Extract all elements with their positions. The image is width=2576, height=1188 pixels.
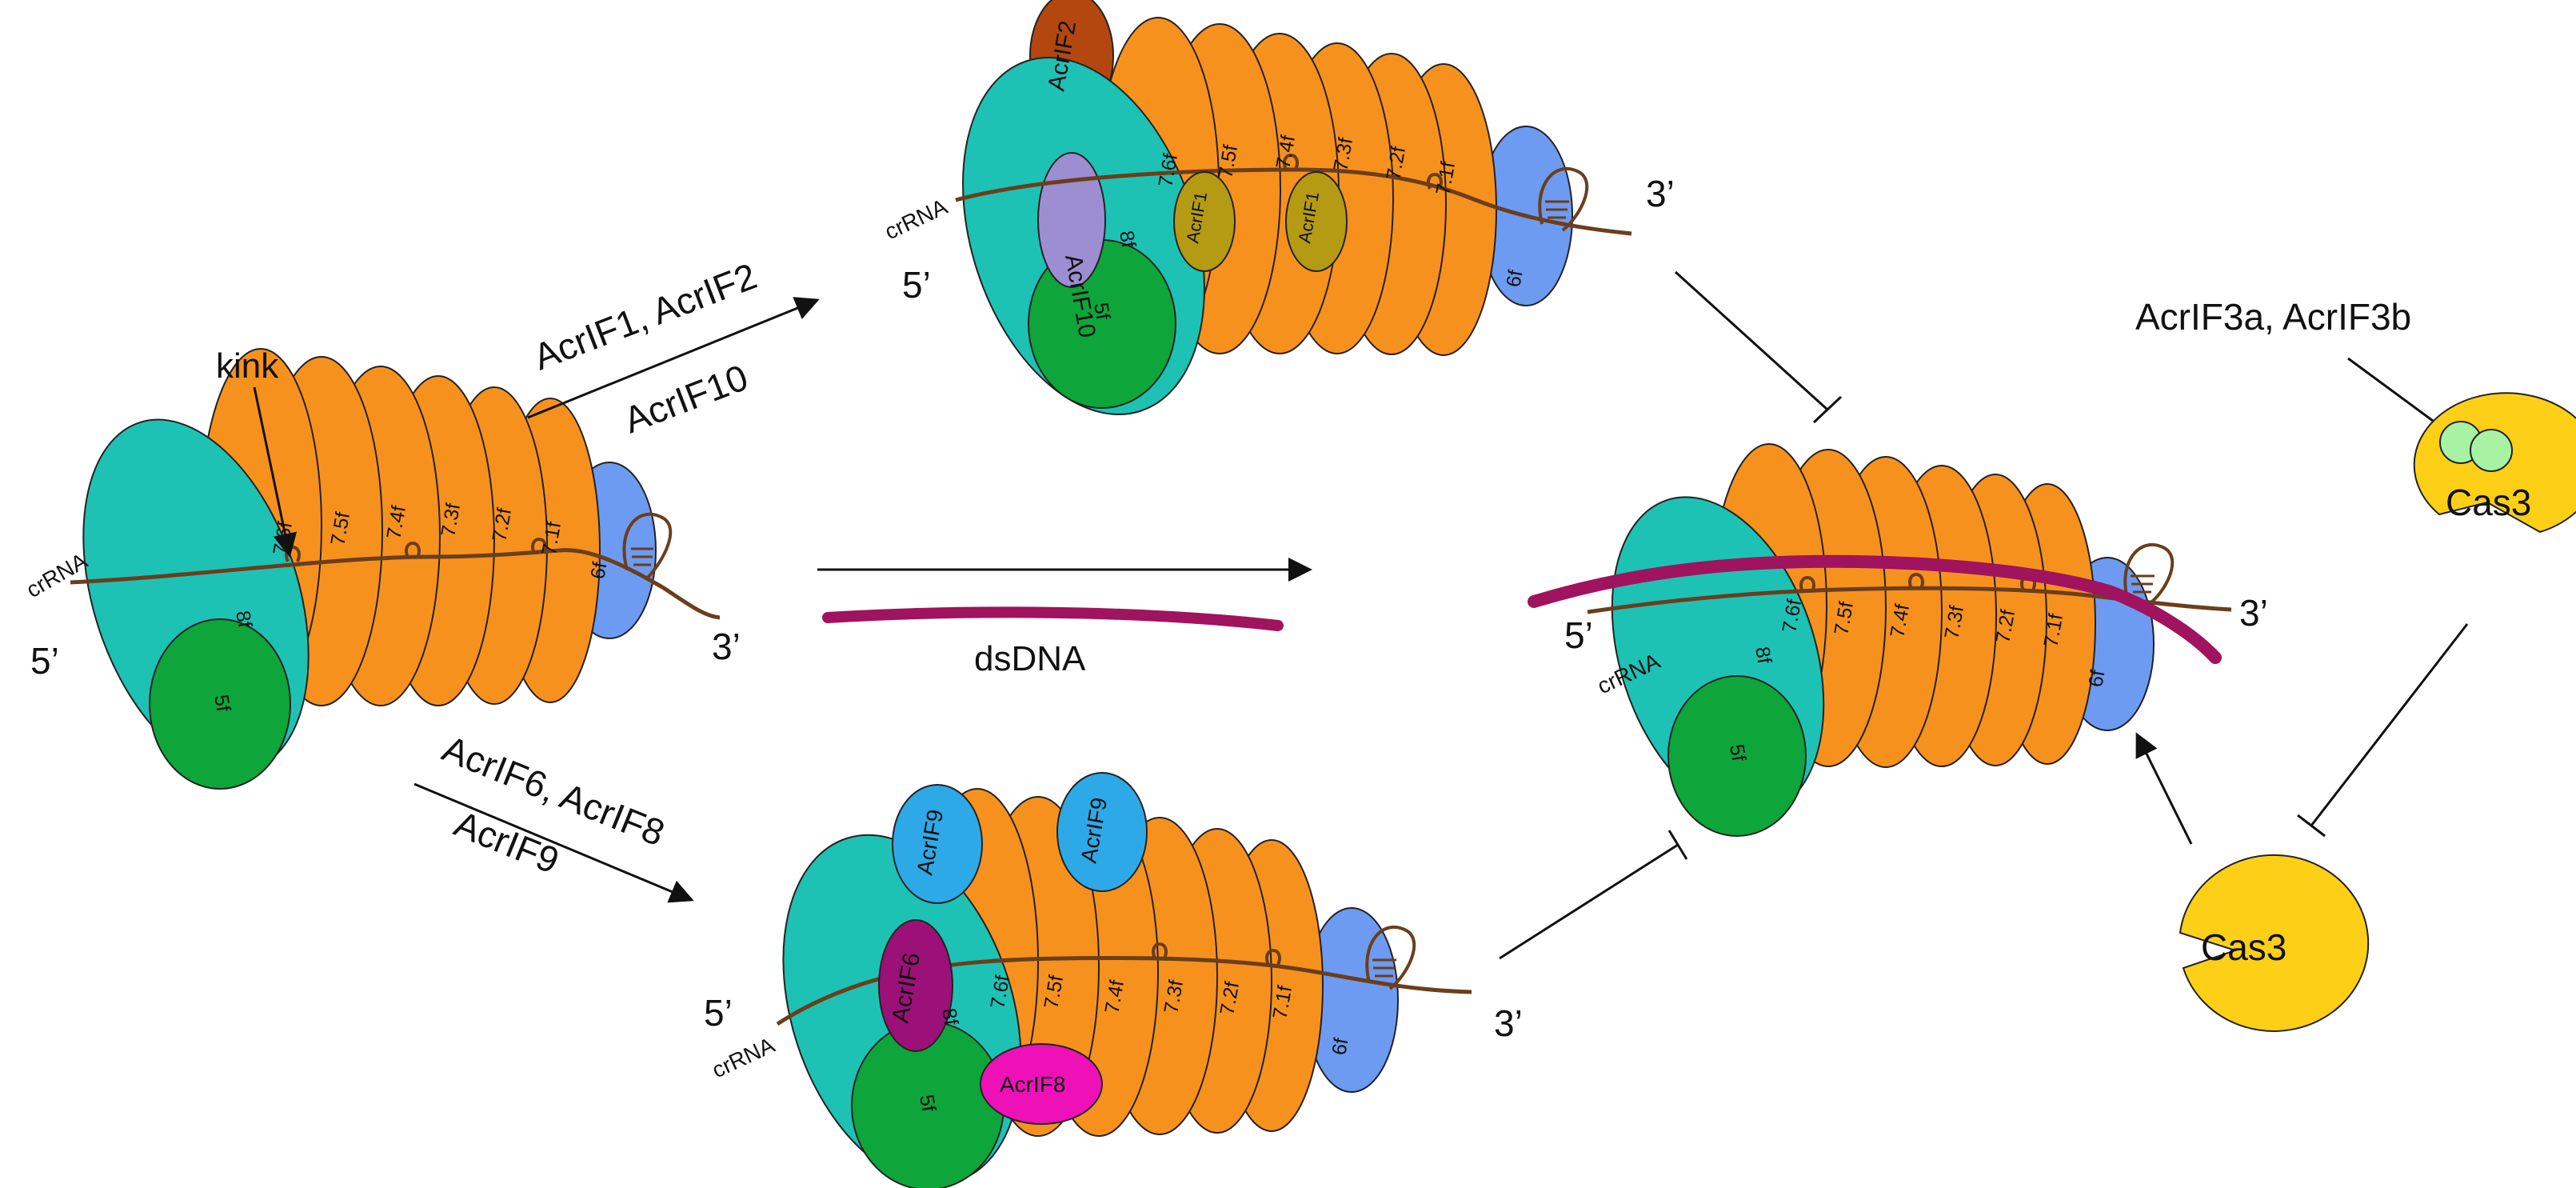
dsdna-target-strand <box>1528 554 2222 664</box>
crrna-loop <box>1908 573 1924 590</box>
label-route-bottom-line2: AcrIF9 <box>449 802 565 882</box>
csy-complex-acrif1-acrif2-acrif10: crRNA 5’ 3’ AcrIF2 AcrIF10 AcrIF1 AcrIF1… <box>881 0 1675 415</box>
kink-pointer-arrow <box>253 386 298 558</box>
crrna-loop <box>1152 942 1168 959</box>
label-cas6f: 6f <box>2084 669 2109 689</box>
crrna-hairpin <box>1365 926 1416 990</box>
label-cas8f: 8f <box>1751 645 1775 665</box>
crrna-loop <box>531 538 547 554</box>
label-5-prime: 5’ <box>1564 614 1593 656</box>
dsdna-molecule <box>822 606 1284 631</box>
crrna-loop <box>1427 173 1443 190</box>
acrif9-protein <box>892 784 983 904</box>
label-crrna: crRNA <box>22 548 92 602</box>
hairpin-stem <box>1545 200 1569 219</box>
arrow-to-bottom-complex <box>413 782 694 903</box>
label-cas8f: 8f <box>1115 229 1140 249</box>
label-cas6f: 6f <box>1502 269 1527 289</box>
label-crrna: crRNA <box>708 1032 778 1082</box>
inhibition-cas3-bar <box>2297 814 2326 838</box>
arrow-cas3-recruitment <box>2135 732 2193 845</box>
label-5-prime: 5’ <box>902 264 931 306</box>
crrna-strand <box>955 167 1632 236</box>
label-3-prime: 3’ <box>712 626 741 667</box>
cas3-free: Cas3 <box>2179 854 2370 1032</box>
inhibition-cas3 <box>2310 623 2469 826</box>
crrna-hairpin <box>1538 167 1589 232</box>
label-cas5f: 5f <box>1725 742 1750 762</box>
label-cas5f: 5f <box>1089 301 1114 321</box>
label-kink: kink <box>216 346 279 386</box>
pathway-arrows <box>413 297 2193 903</box>
acrif1-protein <box>1285 171 1348 272</box>
label-acrif8: AcrIF8 <box>1000 1072 1065 1097</box>
label-cas3: Cas3 <box>2201 926 2286 968</box>
cas5f-subunit <box>149 618 291 790</box>
acrif6-protein <box>878 919 953 1052</box>
label-route-top-line1: AcrIF1, AcrIF2 <box>528 254 762 378</box>
acrif3-protein <box>2470 429 2513 472</box>
label-cas3: Cas3 <box>2446 482 2531 523</box>
inhibition-bottom-complex <box>1499 843 1679 960</box>
label-3-prime: 3’ <box>2239 592 2268 634</box>
label-3-prime: 3’ <box>1646 173 1675 214</box>
acrif8-protein <box>980 1043 1103 1125</box>
inhibition-top-bar <box>1812 395 1843 424</box>
crrna-loop <box>1265 949 1281 966</box>
csy-complex-acrif6-acrif8-acrif9: crRNA 5’ 3’ AcrIF9 AcrIF9 AcrIF6 AcrIF8 … <box>704 772 1523 1188</box>
crrna-strand <box>70 548 721 620</box>
label-5-prime: 5’ <box>30 640 59 682</box>
acrif9-protein <box>1056 772 1148 892</box>
arrow-to-top-complex <box>527 297 820 419</box>
inhibition-top-complex <box>1674 270 1829 411</box>
label-cas6f: 6f <box>586 561 611 581</box>
inhibition-bottom-bar <box>1667 830 1688 860</box>
crrna-loop <box>1283 154 1299 170</box>
label-route-top-line2: AcrIF10 <box>618 356 753 441</box>
crrna-loop <box>405 542 421 558</box>
label-cas8f: 8f <box>231 609 256 629</box>
acrif1-protein <box>1173 171 1236 272</box>
label-cas5f: 5f <box>915 1093 940 1113</box>
hairpin-stem <box>2131 574 2155 594</box>
cas3-inhibited: Cas3 <box>2413 392 2576 534</box>
label-acrif3-inhibitors: AcrIF3a, AcrIF3b <box>2135 296 2411 338</box>
label-cas8f: 8f <box>937 1006 962 1026</box>
label-cas6f: 6f <box>1328 1037 1352 1057</box>
label-dsdna: dsDNA <box>974 639 1086 678</box>
label-5-prime: 5’ <box>704 992 733 1034</box>
label-3-prime: 3’ <box>1494 1002 1523 1044</box>
crrna-loop <box>1799 576 1815 593</box>
cas5f-subunit <box>1667 675 1807 837</box>
csy-complex-apo: kink crRNA 5’ 3’ 8f 5f 6f 7.6f 7.5f 7.4f… <box>22 346 741 790</box>
crrna-hairpin <box>622 512 673 579</box>
hairpin-stem <box>631 547 653 566</box>
label-crrna: crRNA <box>881 194 951 244</box>
label-cas5f: 5f <box>210 693 234 713</box>
crrna-hairpin <box>2123 543 2175 606</box>
hairpin-stem <box>1372 958 1396 978</box>
csy-complex-dsdna-bound: crRNA 5’ 3’ 8f 5f 6f 7.6f 7.5f 7.4f 7.3f… <box>1528 443 2268 837</box>
acrif10-protein <box>1037 152 1106 288</box>
cas3-protein <box>2179 854 2370 1032</box>
